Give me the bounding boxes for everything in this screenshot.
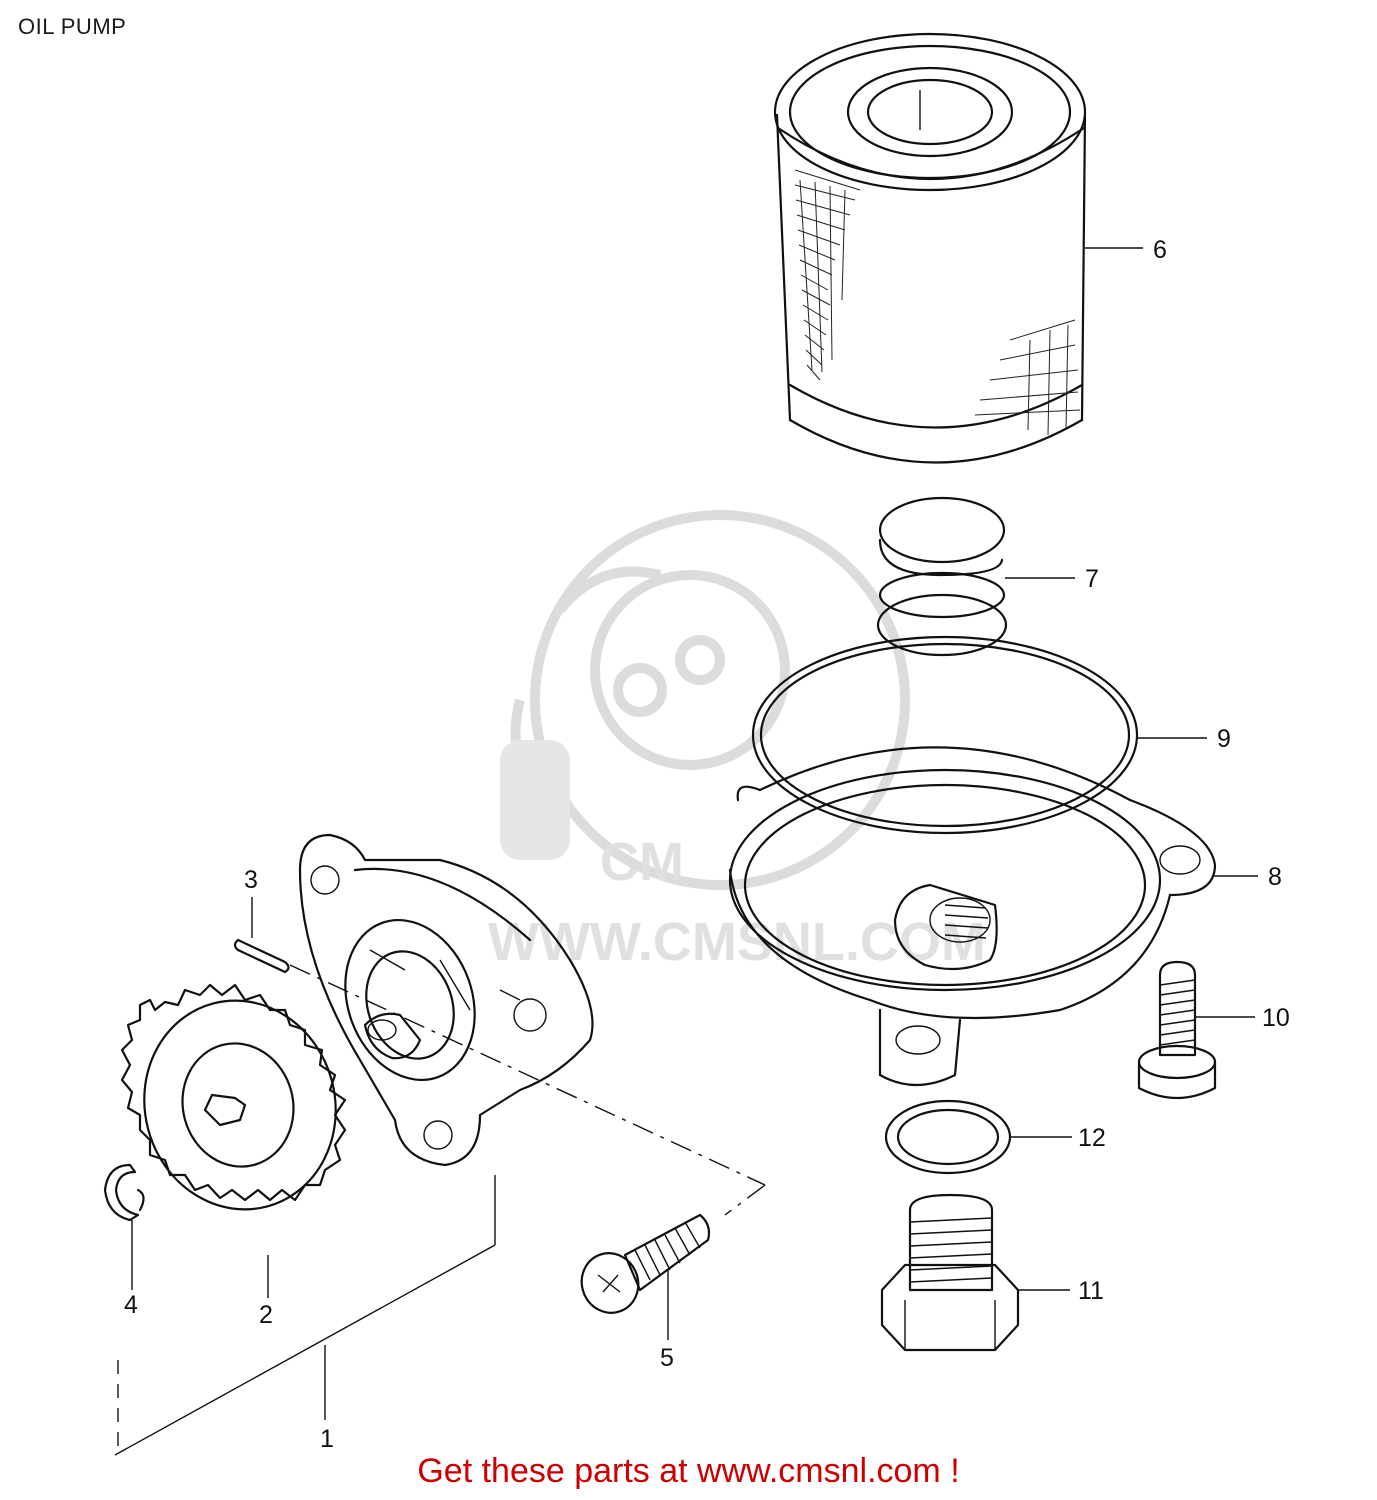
page-title: OIL PUMP [18, 14, 127, 39]
watermark-logo: CM WWW.CMSNL.COM [488, 510, 986, 972]
callout-10: 10 [1262, 1004, 1290, 1032]
part-washer [884, 1099, 1012, 1175]
callout-labels: 6 7 9 8 10 12 11 3 4 2 5 1 [124, 236, 1290, 1453]
callout-6: 6 [1153, 236, 1167, 264]
leader-lines [114, 247, 1258, 1456]
part-spring [876, 496, 1008, 657]
callout-7: 7 [1085, 565, 1099, 593]
part-o-ring [751, 635, 1139, 835]
part-screw [580, 1213, 711, 1314]
part-gear [120, 983, 347, 1211]
part-bolt [1137, 960, 1217, 1100]
part-oil-pump [298, 833, 594, 1167]
callout-12: 12 [1078, 1124, 1106, 1152]
callout-8: 8 [1268, 863, 1282, 891]
footer-link[interactable]: Get these parts at www.cmsnl.com ! [417, 1452, 960, 1490]
callout-4: 4 [124, 1291, 138, 1319]
svg-text:CM: CM [600, 832, 684, 892]
callout-9: 9 [1217, 725, 1231, 753]
callout-3: 3 [244, 866, 258, 894]
part-filter-cover [728, 746, 1217, 1087]
part-drain-plug [880, 1193, 1020, 1352]
part-pin [233, 938, 290, 974]
part-oil-filter [773, 32, 1087, 464]
callout-11: 11 [1078, 1277, 1104, 1305]
callout-1: 1 [320, 1425, 334, 1453]
callout-5: 5 [660, 1344, 674, 1372]
callout-2: 2 [259, 1301, 273, 1329]
watermark-text: WWW.CMSNL.COM [488, 912, 986, 972]
part-circlip [103, 1163, 145, 1222]
